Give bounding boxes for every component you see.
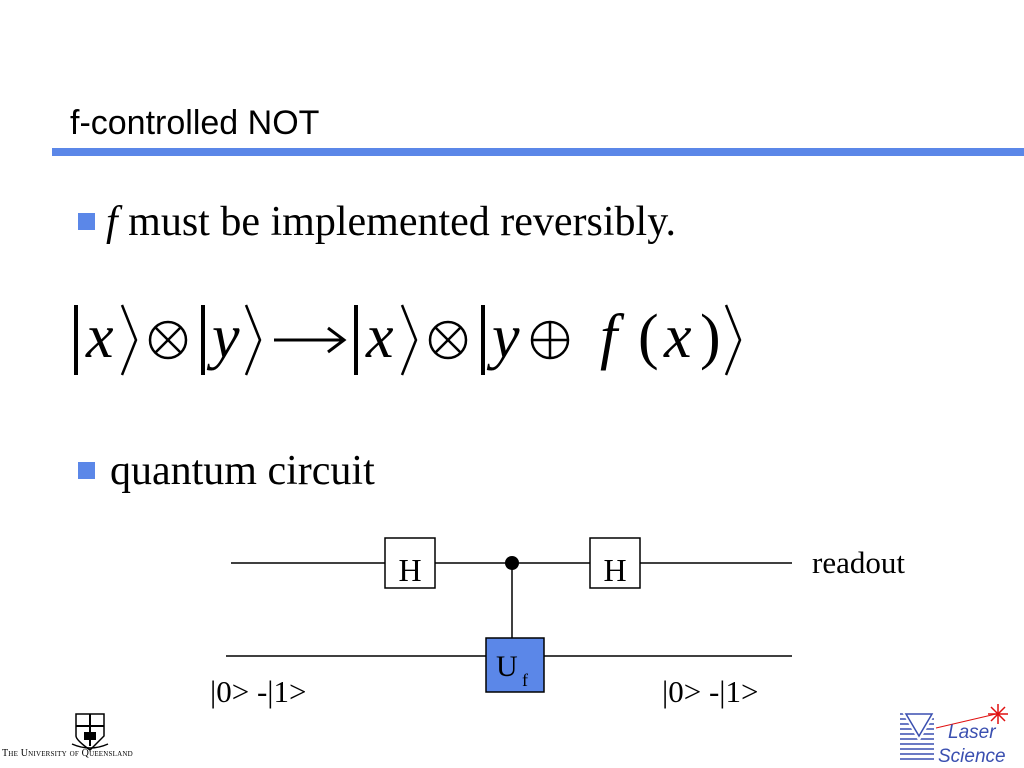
ket-angle-4 bbox=[724, 304, 742, 376]
uq-logo-text: The University of Queensland bbox=[2, 748, 133, 759]
tensor-icon-1 bbox=[148, 320, 188, 360]
reversible-equation: x y x bbox=[74, 303, 742, 376]
gate-h-left: H bbox=[384, 537, 436, 589]
slide-title: f-controlled NOT bbox=[70, 104, 320, 142]
gate-uf-main: U bbox=[496, 650, 518, 683]
laser-science-logo: Laser Science bbox=[900, 704, 1008, 767]
eq-close-paren: ) bbox=[700, 303, 721, 371]
title-underline bbox=[52, 148, 1024, 156]
tensor-icon-2 bbox=[428, 320, 468, 360]
gate-h-left-label: H bbox=[398, 552, 421, 588]
bullet-1-italic: f bbox=[106, 199, 118, 245]
bullet-2-text: quantum circuit bbox=[110, 448, 375, 494]
readout-label: readout bbox=[812, 545, 905, 580]
gate-h-right: H bbox=[589, 537, 641, 589]
laser-star-icon bbox=[988, 704, 1008, 724]
uq-crest-icon bbox=[71, 713, 109, 751]
output-state-label: |0> -|1> bbox=[662, 674, 758, 709]
gate-uf-sub: f bbox=[522, 670, 528, 690]
bullet-text-2: quantum circuit bbox=[110, 450, 375, 492]
ket-angle-3 bbox=[400, 304, 418, 376]
bullet-1-text: must be implemented reversibly. bbox=[117, 199, 676, 245]
eq-open-paren: ( bbox=[638, 303, 659, 371]
ket-angle-1 bbox=[120, 304, 138, 376]
input-state-label: |0> -|1> bbox=[210, 674, 306, 709]
arrow-icon bbox=[274, 326, 347, 354]
oplus-icon bbox=[530, 320, 570, 360]
laser-logo-line1: Laser bbox=[948, 722, 996, 743]
gate-uf: U f bbox=[485, 637, 545, 693]
eq-lhs-x: x bbox=[85, 303, 114, 371]
bullet-marker-2 bbox=[78, 462, 95, 479]
bullet-marker-1 bbox=[78, 213, 95, 230]
eq-rhs-x: x bbox=[365, 303, 394, 371]
laser-logo-line2: Science bbox=[938, 746, 1006, 767]
bullet-text-1: f must be implemented reversibly. bbox=[106, 201, 676, 243]
gate-h-right-label: H bbox=[603, 552, 626, 588]
eq-rhs-y: y bbox=[486, 303, 520, 371]
eq-rhs-arg: x bbox=[663, 303, 692, 371]
eq-lhs-y: y bbox=[206, 303, 240, 371]
ket-angle-2 bbox=[244, 304, 262, 376]
